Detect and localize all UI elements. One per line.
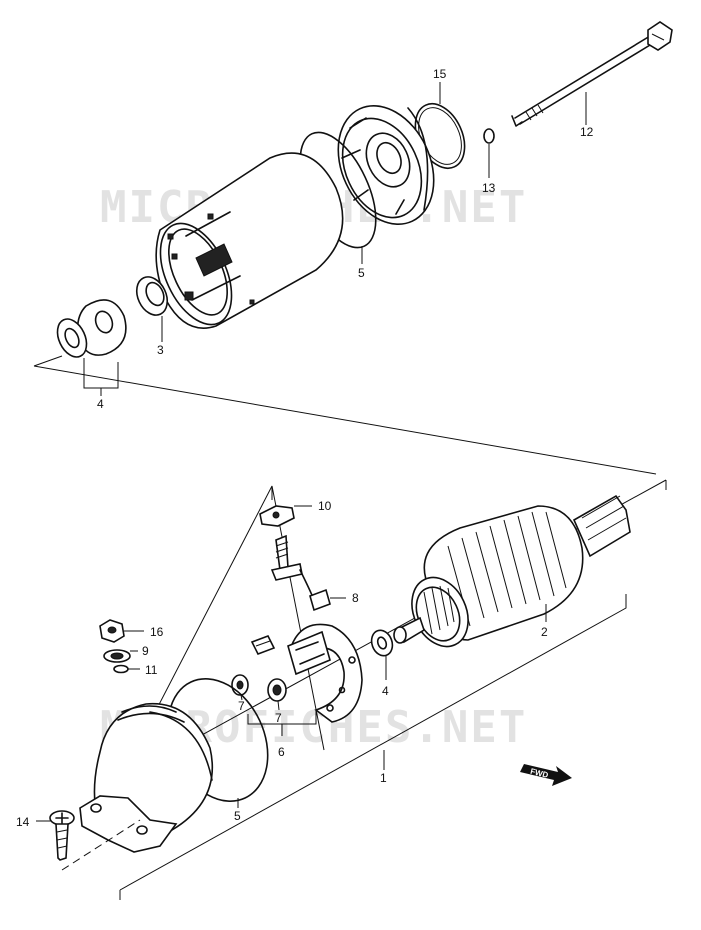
callout-4-bottom: 4 [382,656,389,698]
svg-text:9: 9 [142,644,149,658]
callout-6: 6 [247,710,317,759]
assembly-frame-bottom [119,594,627,900]
svg-text:6: 6 [278,745,285,759]
callout-15: 15 [433,67,447,104]
callout-11: 11 [128,663,158,677]
svg-text:15: 15 [433,67,447,81]
callout-5-top: 5 [358,246,365,280]
callout-3: 3 [157,316,164,357]
brush-8 [270,534,331,612]
callout-7-a: 7 [238,694,245,713]
svg-text:10: 10 [318,499,332,513]
front-cover [79,702,214,853]
through-bolt-12 [511,21,673,127]
callout-12: 12 [580,92,594,139]
brush-holder-6 [287,623,363,723]
svg-text:FWD: FWD [529,767,549,780]
svg-text:12: 12 [580,125,594,139]
callout-2: 2 [541,604,548,639]
end-cover [337,105,435,225]
callout-9: 9 [130,644,149,658]
fwd-arrow-icon: FWD [520,764,572,786]
callout-1: 1 [380,750,387,785]
svg-text:5: 5 [358,266,365,280]
callout-14: 14 [16,815,52,829]
washer-11 [113,664,129,674]
terminal-10 [259,505,295,527]
svg-text:14: 14 [16,815,30,829]
callout-8: 8 [330,591,359,605]
nut-16 [99,619,125,643]
washer-9 [103,649,131,663]
armature-2 [393,494,631,648]
callout-16: 16 [124,625,164,639]
svg-text:3: 3 [157,343,164,357]
screw-14 [49,810,75,861]
callout-7-b: 7 [275,700,282,725]
separator-line [33,355,657,475]
svg-text:4: 4 [97,397,104,411]
callout-5-bottom: 5 [234,798,241,823]
svg-text:11: 11 [145,663,158,677]
washers-4-top [56,299,127,358]
svg-text:5: 5 [234,809,241,823]
yoke-housing [155,152,344,329]
washer-13 [483,128,495,144]
bush-7-a [231,674,249,696]
svg-text:7: 7 [275,711,282,725]
callout-13: 13 [482,144,496,195]
alignment-line [61,819,141,871]
washer-4-bottom [370,629,394,657]
callout-4-top: 4 [83,358,119,411]
bracket-lines [119,485,325,781]
svg-text:8: 8 [352,591,359,605]
svg-text:7: 7 [238,699,245,713]
callout-10: 10 [294,499,332,513]
bush-7-b [267,678,287,702]
svg-text:16: 16 [150,625,164,639]
svg-text:13: 13 [482,181,496,195]
svg-text:2: 2 [541,625,548,639]
brush-8-small [250,634,276,656]
svg-text:1: 1 [380,771,387,785]
bush-3 [135,276,169,316]
svg-text:4: 4 [382,684,389,698]
